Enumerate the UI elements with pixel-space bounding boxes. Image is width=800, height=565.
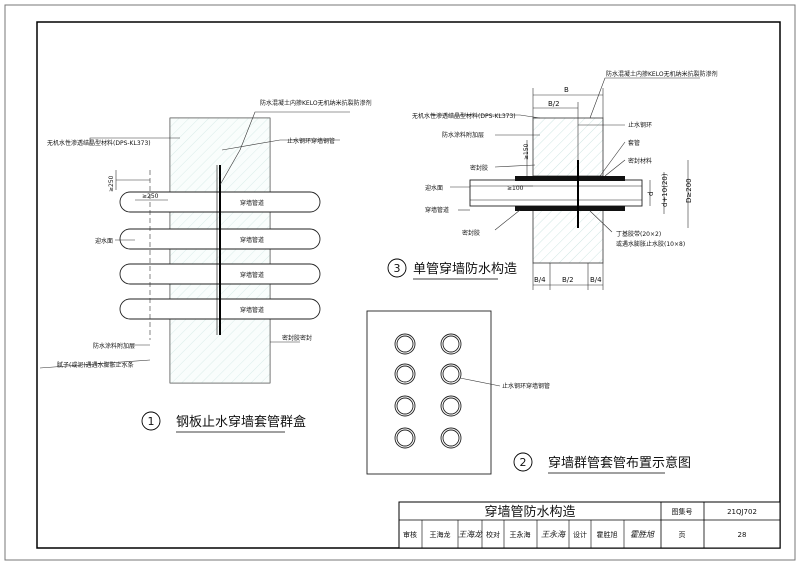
d3-label-water-face: 迎水面 <box>425 184 443 192</box>
d1-caption: 钢板止水穿墙套管群盒 <box>176 414 306 430</box>
d1-dim-vertical: ≥250 <box>108 175 115 192</box>
d3-label-crystal: 无机水性渗透结晶型材料(DPS-KL373) <box>412 112 516 120</box>
d3-dim-B2-bottom: B/2 <box>562 276 574 284</box>
detail1-group: 防水混凝土内掺KELO无机纳米抗裂防渗剂 无机水性渗透结晶型材料(DPS-KL3… <box>39 99 372 433</box>
d3-pipe <box>469 179 643 207</box>
design-name: 霍胜旭 <box>597 530 618 539</box>
d3-wall-top <box>532 117 604 177</box>
d3-caption: 单管穿墙防水构造 <box>413 261 517 277</box>
d1-label-coating: 防水涂料附加层 <box>93 342 135 350</box>
d3-label-sealant-top: 密封胶 <box>470 164 488 172</box>
d2-number: 2 <box>520 456 527 469</box>
d3-label-coating: 防水涂料附加层 <box>442 131 484 139</box>
review-label: 审核 <box>403 530 417 539</box>
d2-label: 止水钢环穿墙钢管 <box>502 382 550 390</box>
d3-dim-B2-top: B/2 <box>548 100 560 108</box>
d2-caption: 穿墙群管套管布置示意图 <box>548 455 691 471</box>
d1-label-pipe-1: 穿墙管道 <box>240 199 264 207</box>
d1-label-sealant: 密封胶密封 <box>282 334 312 342</box>
d1-dim-horizontal: ≥250 <box>142 193 159 200</box>
d3-number: 3 <box>394 262 401 275</box>
detail2-group: 止水钢环穿墙钢管 2 穿墙群管套管布置示意图 <box>366 310 691 475</box>
title-text: 穿墙管防水构造 <box>484 504 575 520</box>
d3-label-sealant-bottom: 密封胶 <box>462 229 480 237</box>
d3-dim-d: d <box>647 192 655 196</box>
d3-label-strip1: 丁基胶带(20×2) <box>616 230 661 238</box>
detail3-group: 防水混凝土内掺KELO无机纳米抗裂防渗剂 无机水性渗透结晶型材料(DPS-KL3… <box>387 70 718 290</box>
d1-number: 1 <box>148 415 155 428</box>
review-signature: 王海龙 <box>458 530 483 539</box>
d3-dim-D200: D≥200 <box>685 178 693 203</box>
d3-dim-B4-right: B/4 <box>590 276 602 284</box>
d3-dim-150: ≥150 <box>523 143 530 160</box>
d3-label-seal-agent: 防水混凝土内掺KELO无机纳米抗裂防渗剂 <box>606 70 718 78</box>
outer-frame <box>4 4 796 561</box>
d3-dim-B4-left: B/4 <box>534 276 546 284</box>
d1-label-seal-agent: 防水混凝土内掺KELO无机纳米抗裂防渗剂 <box>260 99 372 107</box>
design-label: 设计 <box>573 530 587 539</box>
d1-label-crystal: 无机水性渗透结晶型材料(DPS-KL373) <box>47 139 151 147</box>
check-signature: 王永海 <box>541 530 566 539</box>
d1-label-pipe-2: 穿墙管道 <box>240 236 264 244</box>
d1-label-water-face: 迎水面 <box>95 237 113 245</box>
d3-dim-B: B <box>564 86 569 94</box>
page-label: 页 <box>679 531 686 539</box>
detail1-wall <box>169 117 271 384</box>
d1-label-pipe-3: 穿墙管道 <box>240 271 264 279</box>
check-name: 王永海 <box>510 530 531 539</box>
d3-label-seal-material: 密封材料 <box>628 157 652 165</box>
d3-wall-bottom <box>532 207 604 264</box>
d2-number-circle <box>513 452 533 472</box>
d3-label-sleeve: 套管 <box>628 139 640 147</box>
design-signature: 霍胜旭 <box>630 530 655 539</box>
d2-pipe-holes <box>394 333 462 449</box>
atlas-label: 图集号 <box>672 507 693 516</box>
d3-dim-d10: d+10(20) <box>661 173 669 207</box>
d3-label-strip2: 或遇水膨胀止水胶(10×8) <box>616 240 685 248</box>
title-block: 穿墙管防水构造 图集号 21QJ702 审核 王海龙 王海龙 校对 王永海 王永… <box>398 501 781 549</box>
d1-number-circle <box>141 411 161 431</box>
d3-label-pipe: 穿墙管道 <box>425 206 449 214</box>
d1-label-pipe-4: 穿墙管道 <box>240 306 264 314</box>
d1-label-steel-sleeve: 止水钢环穿墙钢管 <box>287 137 335 145</box>
d3-dim-100: ≥100 <box>507 185 524 192</box>
d2-plate <box>366 310 492 475</box>
review-name: 王海龙 <box>430 530 451 539</box>
page-number: 28 <box>738 531 747 539</box>
d1-label-putty: 腻子(或泥)遇遇水膨胀止水条 <box>57 361 134 369</box>
d3-number-circle <box>387 258 407 278</box>
atlas-number: 21QJ702 <box>727 508 757 516</box>
d3-label-stop-ring: 止水钢环 <box>628 121 652 129</box>
check-label: 校对 <box>486 530 500 539</box>
